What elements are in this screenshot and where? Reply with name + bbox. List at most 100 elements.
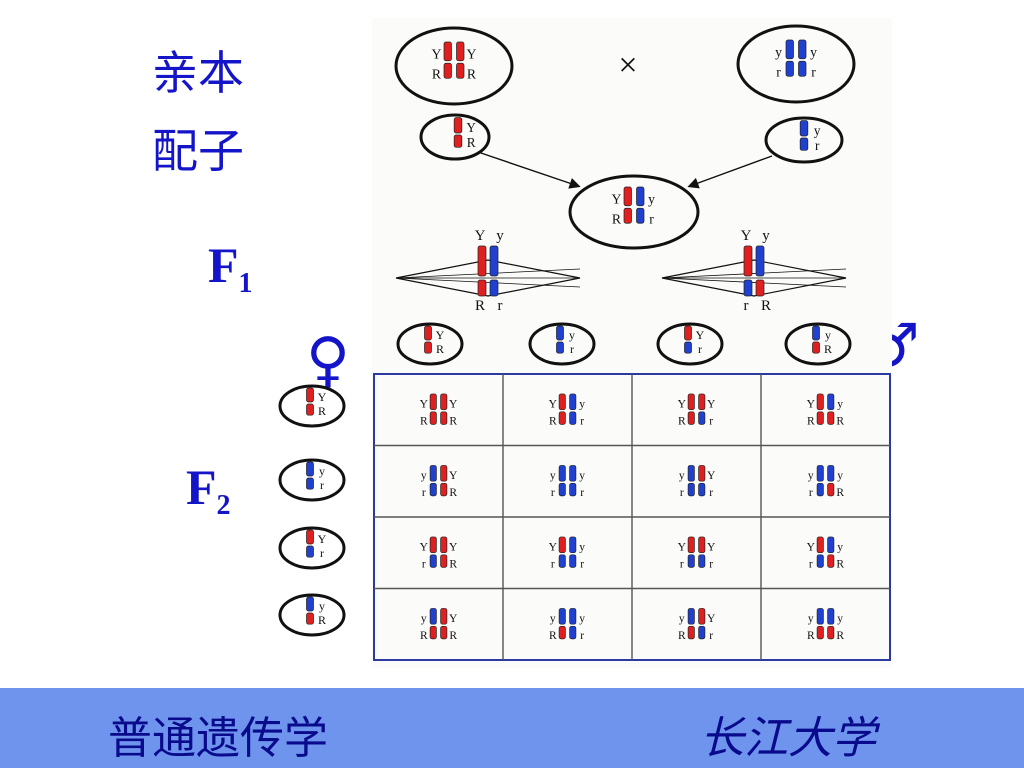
chromosome-upper-segment: [440, 536, 448, 554]
chromosome-upper-segment: [558, 608, 566, 625]
parent-gamete-left: YR: [453, 117, 476, 150]
gene-label: r: [809, 487, 813, 499]
chromosome-lower-segment: [489, 279, 499, 297]
chromosome-lower-segment: [687, 554, 695, 568]
gene-label: R: [761, 298, 771, 314]
spindle-fiber: [661, 268, 847, 279]
chromosome-upper-segment: [569, 536, 577, 554]
gene-label: Y: [432, 46, 442, 61]
chromosome-upper-segment: [687, 608, 695, 625]
gene-label: r: [809, 558, 813, 570]
footer-course-title: 普通遗传学: [108, 713, 328, 764]
chromosome-upper-segment: [816, 465, 824, 482]
gene-label: R: [678, 415, 686, 427]
chromosome-upper-segment: [816, 536, 824, 554]
gene-label: y: [496, 228, 504, 244]
gene-label: Y: [449, 542, 458, 554]
gene-label: R: [836, 415, 844, 427]
gene-label: r: [649, 211, 654, 226]
chromosome-lower-segment: [569, 554, 577, 568]
chromosome-upper-segment: [785, 39, 794, 60]
gene-label: Y: [449, 470, 458, 482]
chromosome-upper-segment: [569, 608, 577, 625]
chromosome-lower-segment: [687, 482, 695, 497]
chromosome-upper-segment: [569, 465, 577, 482]
gene-label: r: [551, 558, 555, 570]
gene-label: R: [836, 558, 844, 570]
gene-label: y: [808, 613, 814, 625]
gene-label: R: [449, 415, 457, 427]
gene-label: r: [709, 630, 713, 642]
chromosome-upper-segment: [306, 387, 314, 403]
chromosome-lower-segment: [569, 411, 577, 425]
gene-label: Y: [449, 399, 458, 411]
gene-label: Y: [807, 542, 816, 554]
chromosome-lower-segment: [827, 625, 835, 640]
gene-label: y: [679, 470, 685, 482]
gene-label: r: [709, 487, 713, 499]
gene-label: Y: [549, 542, 558, 554]
chromosome-upper-segment: [569, 393, 577, 411]
gene-label: R: [824, 342, 832, 356]
gene-label: y: [550, 470, 556, 482]
male-gamete-3: Yr: [684, 325, 705, 356]
chromosome-lower-segment: [698, 625, 706, 640]
chromosome-upper-segment: [556, 325, 564, 341]
gene-label: R: [549, 630, 557, 642]
chromosome-lower-segment: [743, 279, 753, 297]
gene-label: y: [569, 328, 575, 342]
gene-label: r: [320, 546, 324, 560]
chromosome-lower-segment: [816, 625, 824, 640]
spindle-fiber: [395, 277, 581, 288]
female-gamete-cell: [278, 593, 346, 637]
gene-label: r: [498, 298, 503, 314]
chromosome-upper-segment: [687, 536, 695, 554]
chromosome-upper-segment: [698, 393, 706, 411]
chromosome-upper-segment: [816, 393, 824, 411]
chromosome-upper-segment: [827, 608, 835, 625]
chromosome-upper-segment: [306, 461, 314, 477]
gene-label: y: [319, 464, 325, 478]
arrow-right-to-f1: [687, 155, 773, 189]
gene-label: Y: [707, 470, 716, 482]
chromosome-lower-segment: [429, 554, 437, 568]
chromosome-lower-segment: [827, 411, 835, 425]
spindle-fiber: [395, 268, 581, 279]
chromosome-lower-segment: [558, 411, 566, 425]
male-gamete-cell: [396, 322, 464, 366]
gene-label: r: [815, 138, 820, 153]
chromosome-lower-segment: [816, 482, 824, 497]
female-symbol-icon: ♀: [306, 325, 350, 395]
gene-label: y: [579, 542, 585, 554]
chromosome-lower-segment: [785, 60, 794, 77]
gene-label: Y: [466, 120, 476, 135]
gene-label: R: [318, 613, 326, 627]
chromosome-lower-segment: [424, 341, 432, 354]
chromosome-upper-segment: [798, 39, 807, 60]
gene-label: r: [580, 630, 584, 642]
gene-label: r: [709, 415, 713, 427]
chromosome-lower-segment: [558, 554, 566, 568]
gene-label: Y: [318, 390, 327, 404]
chromosome-lower-segment: [453, 134, 463, 148]
gene-label: r: [580, 487, 584, 499]
chromosome-lower-segment: [569, 482, 577, 497]
gene-label: R: [475, 298, 485, 314]
chromosome-lower-segment: [429, 411, 437, 425]
gene-label: r: [776, 64, 781, 79]
gene-label: Y: [741, 228, 752, 244]
gene-label: y: [319, 599, 325, 613]
gene-label: y: [421, 613, 427, 625]
f1-cell: [568, 174, 700, 250]
chromosome-lower-segment: [816, 411, 824, 425]
gene-label: y: [837, 399, 843, 411]
chromosome-upper-segment: [698, 465, 706, 482]
chromosome-upper-segment: [558, 465, 566, 482]
chromosome-lower-segment: [558, 625, 566, 640]
gene-label: Y: [707, 613, 716, 625]
chromosome-lower-segment: [827, 554, 835, 568]
